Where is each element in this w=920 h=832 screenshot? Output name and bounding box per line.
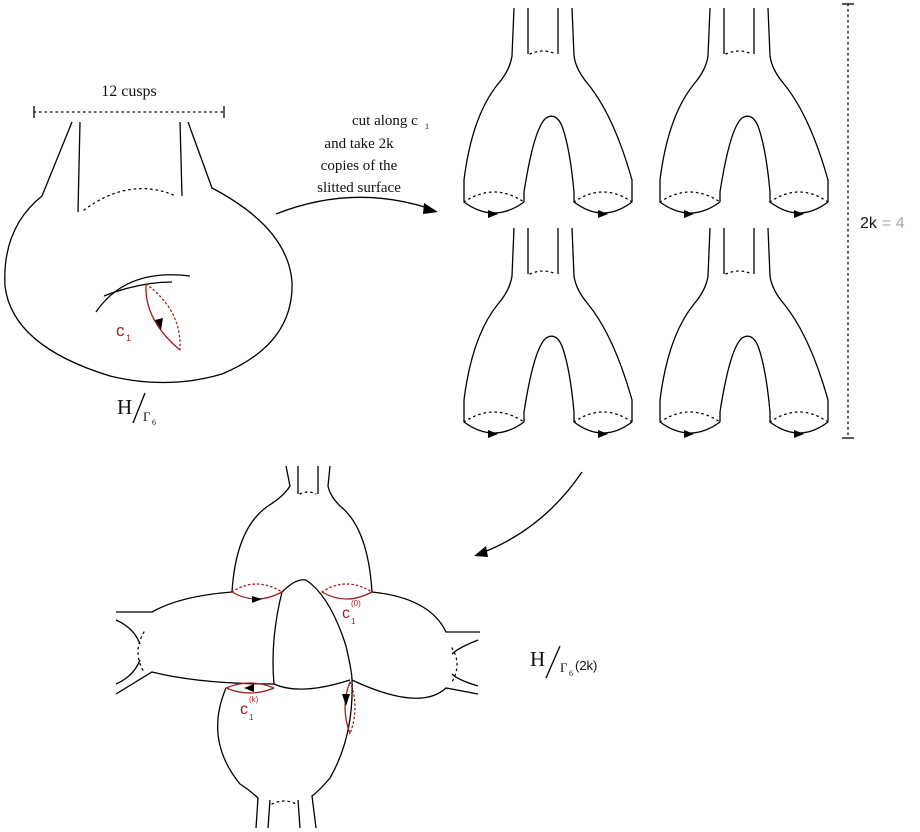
curve-c1-subscript: 1 [126,333,131,343]
arrow-glue-step [474,472,582,557]
count-label-value: = 4 [882,215,905,232]
glued-surface: c (0) 1 c (k) 1 H Γ 6 (2k) [116,466,597,828]
quotient-gamma: Γ [143,409,151,424]
left-lobe-top [116,592,232,612]
glue-curve-ck-arrowhead [244,684,254,692]
top-cusp-dotted [300,492,316,494]
curve-ck-subscript: 1 [249,713,254,722]
top-lobe-right [328,466,372,592]
quotient-bottom-h: H [530,647,545,671]
glue-curve-c0-solid [322,592,372,599]
curve-c1-dotted [146,284,180,350]
curve-c0-label: c [342,605,350,622]
quotient-bottom-gamma-subscript: 6 [569,669,573,678]
quotient-bottom-slash [546,646,560,678]
quotient-bottom-tail: (2k) [575,658,597,673]
arrow-label-line3: copies of the [321,158,398,174]
quotient-bottom-gamma: Γ [560,660,568,675]
arrow-cut-shaft [276,197,428,214]
curve-ck-label: c [240,701,248,718]
arrow-label-line1-subscript: 1 [425,122,429,131]
arrow-label-line1: cut along c [352,113,418,129]
core-top-edge [282,580,352,680]
glue-curve-top-left-arrowhead [252,596,262,603]
cusp-boundary-dotted [84,189,176,210]
pants-copy-1 [464,8,632,218]
right-cusp-upper [452,640,478,654]
surface-outline [5,122,292,383]
bottom-cusp-dotted [272,801,296,804]
copies-grid [464,8,828,438]
left-cusp-dotted [138,632,144,672]
count-label-2k: 2k [860,215,878,232]
quotient-gamma-subscript: 6 [152,418,156,427]
curve-c0-superscript: (0) [351,599,361,608]
hole-lower-edge [104,282,172,296]
pants-copy-2 [660,8,828,218]
arrow-label-line2: and take 2k [324,136,394,152]
arrow-glue-shaft [484,472,582,552]
curve-c1-label: c [116,321,125,340]
arrow-cut-step: cut along c 1 and take 2k copies of the … [276,113,438,214]
right-lobe-bottom [352,680,478,698]
glue-curve-right-arrowhead [342,694,350,706]
pants-copy-3 [464,228,632,438]
cusp-inner-left [78,122,80,212]
bottom-cusp-inner-left [268,800,270,828]
left-cusp-upper [116,620,140,644]
curve-ck-superscript: (k) [249,695,259,704]
glue-curve-c0-dotted [322,584,372,592]
arrow-label-line4: slitted surface [317,180,401,196]
right-cusp-lower [452,674,478,686]
copies-count-bracket: 2k = 4 [842,4,905,438]
surface-h-gamma6: 12 cusps c 1 H Γ 6 [5,83,292,427]
top-lobe-left [232,466,290,592]
bottom-cusp-inner-right [298,800,300,828]
cusp-inner-right [180,122,182,196]
right-lobe-top [372,592,480,632]
pants-copy-4 [660,228,828,438]
curve-c0-subscript: 1 [351,617,356,626]
left-cusp-lower [116,660,140,684]
glue-curve-top-left-dotted [232,584,282,592]
arrow-cut-head [423,203,438,214]
arrow-glue-head [474,546,488,557]
core-left-lower-edge [273,592,350,689]
bottom-lobe-left [218,688,258,828]
curve-c1-solid [146,284,180,350]
cusps-label: 12 cusps [101,83,157,100]
quotient-h: H [117,395,132,419]
